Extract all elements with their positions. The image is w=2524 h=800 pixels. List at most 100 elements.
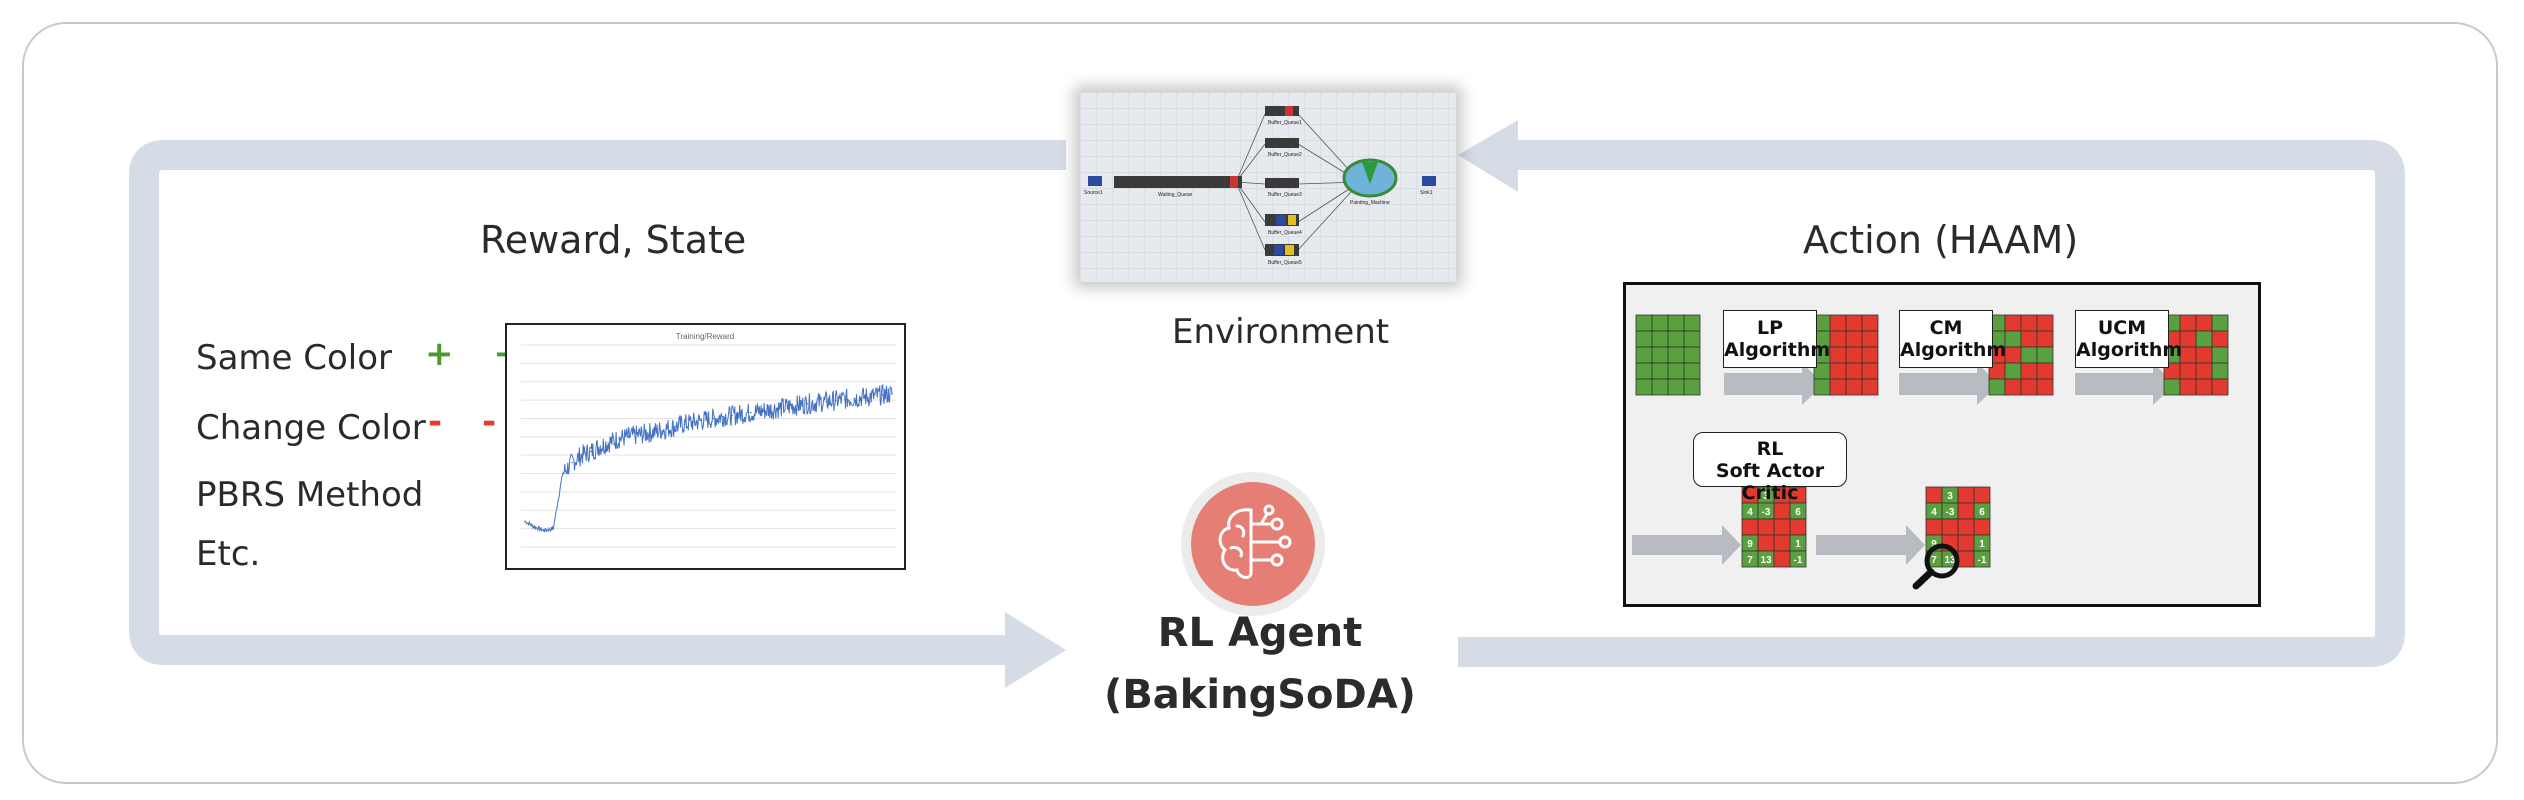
reward-point <box>778 407 780 409</box>
grid-cell <box>1845 362 1863 380</box>
reward-point <box>702 419 705 422</box>
reward-point <box>627 436 630 438</box>
grid-cell <box>2004 314 2022 332</box>
sim-label-sink: Sink1 <box>1420 190 1433 196</box>
grid-number: 1 <box>1795 539 1801 550</box>
grid-cell <box>1651 378 1669 396</box>
grid-number: -1 <box>1794 555 1803 566</box>
grid-cell <box>1845 346 1863 364</box>
brain-circuit-icon <box>1181 472 1325 616</box>
sim-source <box>1088 176 1102 186</box>
reward-point <box>881 394 884 396</box>
grid-cell <box>2179 378 2197 396</box>
grid-cell <box>1829 346 1847 364</box>
title-environment: Environment <box>1172 312 1390 352</box>
reward-point <box>646 432 649 434</box>
grid-cell <box>2211 346 2229 364</box>
grid-cell <box>1683 346 1701 364</box>
grid-number: -3 <box>1762 507 1771 518</box>
grid-cell <box>2020 330 2038 348</box>
grid-cell <box>1829 314 1847 332</box>
sim-sink <box>1422 176 1436 186</box>
grid-cell <box>2179 330 2197 348</box>
sim-label-buffer2: Buffer_Queue2 <box>1268 152 1302 158</box>
lp-algorithm-label: LP Algorithm <box>1723 310 1830 368</box>
grid-cell <box>1829 378 1847 396</box>
grid-cell <box>1773 550 1791 568</box>
grid-cell <box>2195 314 2213 332</box>
title-action: Action (HAAM) <box>1803 218 2079 262</box>
grid-number: 3 <box>1763 491 1769 502</box>
grid-cm <box>1988 314 2054 396</box>
grid-cell <box>1845 314 1863 332</box>
grid-lp <box>1813 314 1879 396</box>
grid-cell <box>2195 346 2213 364</box>
environment-simulation: Source1 Waiting_Queue Buffer_Queue1 Buff… <box>1080 92 1456 282</box>
reward-point <box>806 402 809 405</box>
ucm-algorithm-label: UCM Algorithm <box>2075 310 2182 368</box>
grid-cell <box>1925 486 1943 504</box>
grid-cell <box>1635 362 1653 380</box>
grid-cell <box>1635 346 1653 364</box>
reward-point <box>674 425 677 428</box>
reward-point <box>590 450 592 453</box>
magnifier-icon <box>1912 543 1960 590</box>
grid-cell <box>1941 518 1959 536</box>
grid-cell <box>1957 550 1975 568</box>
grid-cell <box>1813 378 1831 396</box>
grid-number: 7 <box>1747 555 1753 566</box>
grid-cell <box>1845 330 1863 348</box>
grid-cell <box>2195 330 2213 348</box>
legend-pbrs: PBRS Method <box>196 475 424 515</box>
grid-cell <box>1773 502 1791 520</box>
loop-right-path <box>1458 140 2405 667</box>
grid-cell <box>1988 378 2006 396</box>
sim-waiting-queue <box>1114 176 1242 188</box>
chart-title: Training/Reward <box>676 332 734 341</box>
reward-point <box>524 520 526 523</box>
grid-cell <box>1845 378 1863 396</box>
grid-number: 3 <box>1947 491 1953 502</box>
grid-cell <box>2004 346 2022 364</box>
reward-point <box>853 397 856 400</box>
chart-grid <box>521 344 896 548</box>
grid-cell <box>1651 314 1669 332</box>
grid-cell <box>1667 362 1685 380</box>
arrow-3 <box>2075 363 2175 405</box>
grid-number: 13 <box>1944 555 1956 566</box>
grid-cell <box>1635 314 1653 332</box>
grid-number: 13 <box>1760 555 1772 566</box>
reward-point <box>740 413 743 415</box>
reward-point <box>712 417 715 420</box>
grid-number: 6 <box>1979 507 1985 518</box>
reward-point <box>693 421 696 423</box>
grid-cell <box>2036 378 2054 396</box>
reward-point <box>862 396 865 398</box>
grid-cell <box>2004 330 2022 348</box>
reward-point <box>665 427 667 430</box>
grid-cell <box>2211 362 2229 380</box>
grid-cell <box>2020 314 2038 332</box>
grid-cell <box>2004 378 2022 396</box>
grid-cell <box>1667 378 1685 396</box>
grid-cell <box>1973 550 1991 568</box>
grid-cell <box>1683 314 1701 332</box>
sim-label-buffer1: Buffer_Queue1 <box>1268 120 1302 126</box>
legend-etc: Etc. <box>196 534 261 574</box>
sim-label-buffer5: Buffer_Queue5 <box>1268 260 1302 266</box>
grid-number: -1 <box>1978 555 1987 566</box>
minus-marks: - - <box>428 402 511 442</box>
grid-cell <box>1635 330 1653 348</box>
reward-point <box>891 393 893 395</box>
sim-label-waiting: Waiting_Queue <box>1158 192 1192 198</box>
grid-cell <box>1973 518 1991 536</box>
reward-point <box>787 405 790 408</box>
grid-number: 7 <box>1931 555 1937 566</box>
reward-point <box>543 529 545 532</box>
grid-number: -3 <box>1946 507 1955 518</box>
grid-cell <box>2163 378 2181 396</box>
grid-cell <box>2195 378 2213 396</box>
